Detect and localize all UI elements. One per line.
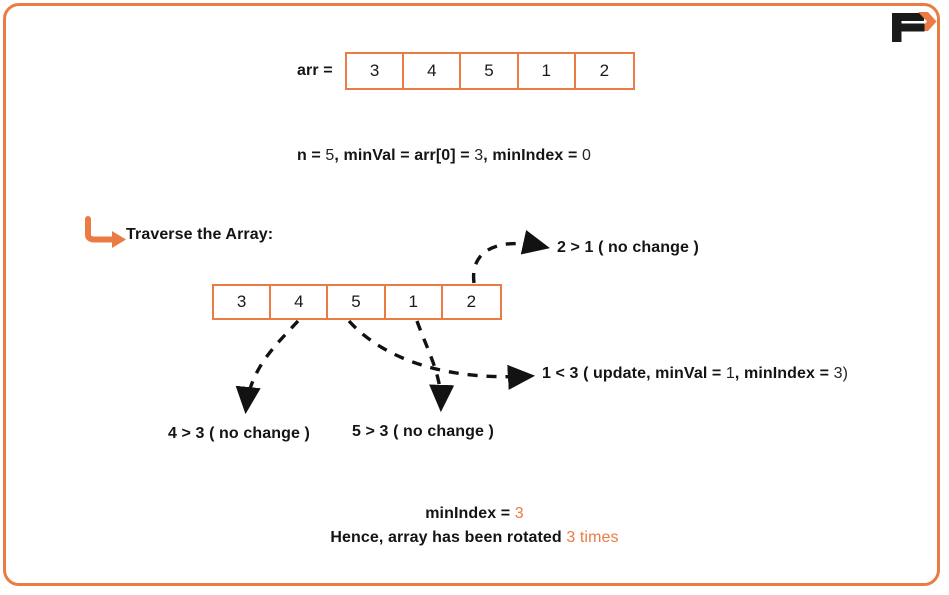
array-bottom-cell: 2 <box>442 286 500 318</box>
array-bottom-cell: 5 <box>328 286 386 318</box>
state-n-value: 5 <box>325 147 335 164</box>
conclusion-line-1: minIndex = 3 <box>0 505 949 523</box>
state-minindex-label: minIndex = <box>492 147 582 164</box>
conclusion-minindex-value: 3 <box>514 505 524 522</box>
f-logo <box>888 8 938 48</box>
annotation-1-lt-3-part: 1 < 3 ( update, minVal = <box>542 365 726 382</box>
array-bottom-cell: 1 <box>385 286 443 318</box>
state-sep-1: , <box>334 147 344 164</box>
array-bottom-cell: 4 <box>271 286 329 318</box>
annotation-5-gt-3: 5 > 3 ( no change ) <box>352 423 494 440</box>
annotation-1-lt-3: 1 < 3 ( update, minVal = 1, minIndex = 3… <box>542 365 848 383</box>
curved-arrow-icon <box>84 216 130 248</box>
conclusion-rotated-label: Hence, array has been rotated <box>330 529 567 546</box>
array-bottom-cell: 3 <box>214 286 272 318</box>
array-top-cell: 2 <box>575 54 633 88</box>
array-top-cell: 4 <box>404 54 462 88</box>
state-line: n = 5, minVal = arr[0] = 3, minIndex = 0 <box>297 147 591 165</box>
state-minval-value: 3 <box>474 147 484 164</box>
annotation-1-lt-3-part: 3) <box>833 365 849 382</box>
annotation-1-lt-3-part: 1 <box>725 365 735 382</box>
traverse-label: Traverse the Array: <box>126 226 274 243</box>
conclusion-minindex-label: minIndex = <box>425 505 515 522</box>
connector-2-gt-1 <box>471 229 550 284</box>
connector-5-gt-3 <box>415 320 455 413</box>
state-n-label: n = <box>297 147 326 164</box>
connector-1-lt-3 <box>347 319 536 390</box>
annotation-1-lt-3-part: , minIndex = <box>734 365 834 382</box>
array-top-cell: 3 <box>347 54 405 88</box>
conclusion-rotated-value: 3 times <box>566 529 619 546</box>
annotation-4-gt-3: 4 > 3 ( no change ) <box>168 425 310 442</box>
state-minval-label: minVal = arr[0] = <box>343 147 475 164</box>
array-top: 3 4 5 1 2 <box>345 52 635 90</box>
array-top-cell: 5 <box>461 54 519 88</box>
array-bottom: 3 4 5 1 2 <box>212 284 502 320</box>
state-sep-2: , <box>483 147 493 164</box>
connector-4-gt-3 <box>235 319 300 415</box>
conclusion-line-2: Hence, array has been rotated 3 times <box>0 529 949 547</box>
array-top-cell: 1 <box>518 54 576 88</box>
state-minindex-value: 0 <box>581 147 591 164</box>
annotation-2-gt-1: 2 > 1 ( no change ) <box>557 239 699 256</box>
arr-label: arr = <box>297 62 333 79</box>
